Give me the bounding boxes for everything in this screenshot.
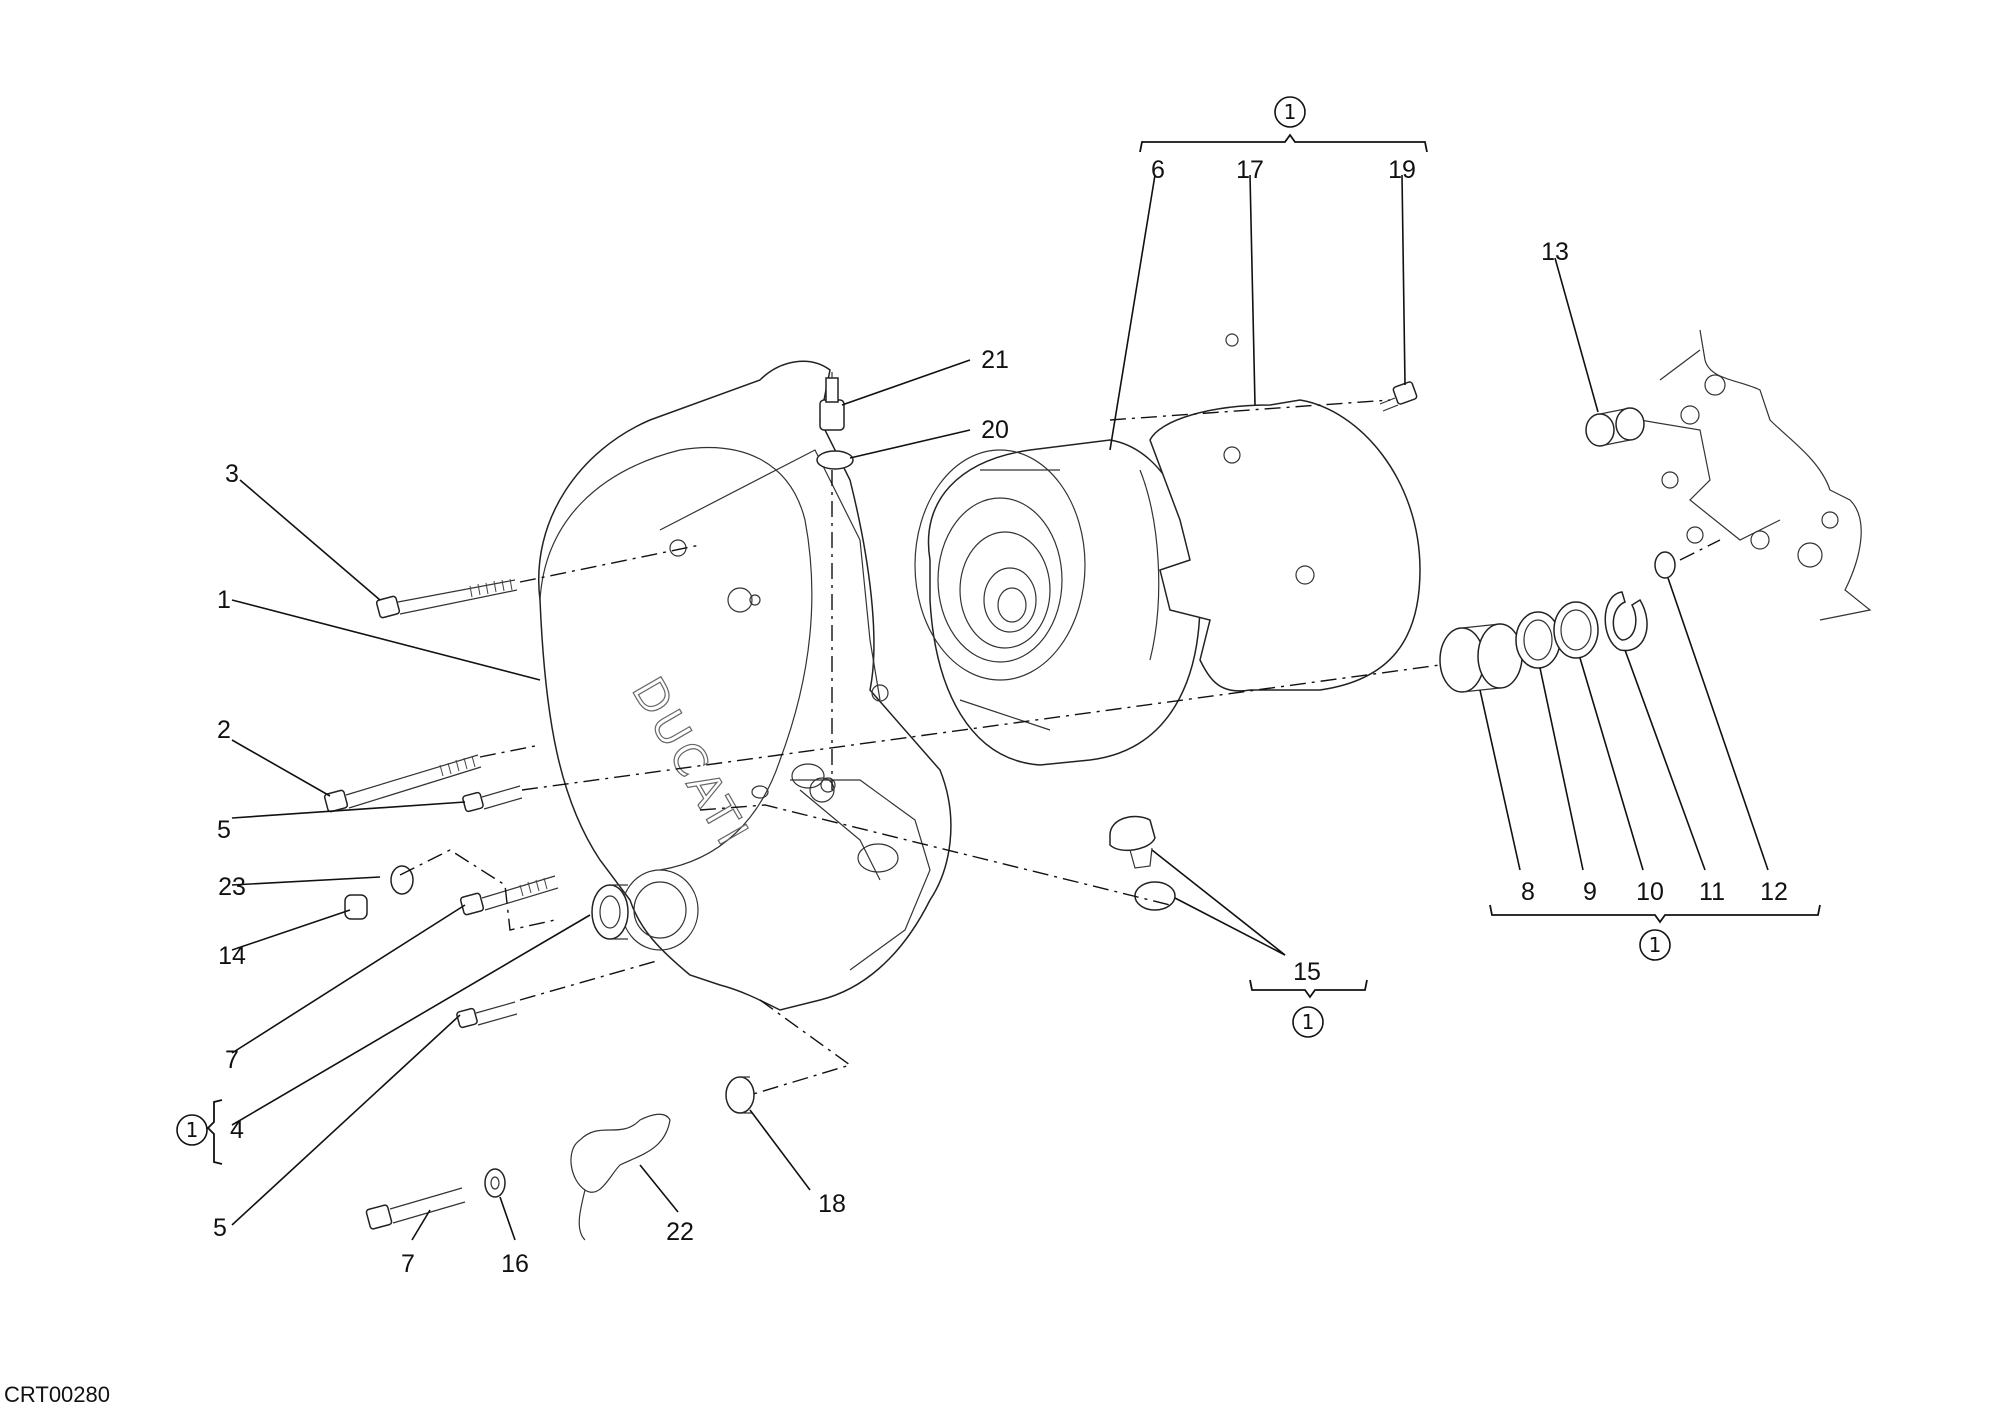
callout-3: 3 [225, 460, 239, 488]
callout-7-upper: 7 [225, 1046, 239, 1074]
gasket-part-23 [390, 865, 414, 895]
long-bolt-part-3 [375, 578, 518, 619]
callout-1: 1 [217, 586, 231, 614]
bushing-part-8 [1439, 623, 1523, 693]
group-marker-left: 1 [176, 1114, 208, 1146]
callout-4: 4 [230, 1116, 244, 1144]
callout-6: 6 [1151, 156, 1165, 184]
callout-20: 20 [981, 416, 1009, 444]
leader-lines [231, 174, 1769, 1241]
callout-9: 9 [1583, 878, 1597, 906]
callout-16: 16 [501, 1250, 529, 1278]
callout-2: 2 [217, 716, 231, 744]
group-marker-15-text: 1 [1302, 1010, 1315, 1034]
bushing-part-13 [1585, 407, 1645, 447]
group-brace-15 [1249, 979, 1368, 999]
callout-labels: 1 2 3 4 5 5 6 7 7 8 9 10 11 12 13 14 15 … [213, 156, 1788, 1278]
callout-17: 17 [1236, 156, 1264, 184]
bushing-part-18 [725, 1076, 755, 1114]
callout-14: 14 [218, 942, 246, 970]
group-marker-right-text: 1 [1649, 933, 1662, 957]
oil-filler-plug-part-15 [1109, 815, 1176, 911]
callout-7-lower: 7 [401, 1250, 415, 1278]
seal-part-10 [1553, 601, 1599, 659]
bolt-part-7-lower [365, 1187, 466, 1230]
washer-part-20 [816, 450, 854, 470]
clutch-cover-part-1: DUCATI [538, 360, 952, 1011]
group-brace-left [206, 1099, 223, 1165]
crankcase-section [1639, 329, 1872, 621]
callout-18: 18 [818, 1190, 846, 1218]
callout-23: 23 [218, 873, 246, 901]
group-marker-top: 1 [1274, 96, 1306, 128]
clutch-outer-cover-part-17 [1149, 333, 1421, 692]
callout-19: 19 [1388, 156, 1416, 184]
callout-21: 21 [981, 346, 1009, 374]
bolt-part-19 [1379, 381, 1418, 412]
clutch-inner-cover-part-6 [914, 439, 1201, 766]
callout-15: 15 [1293, 958, 1321, 986]
short-bolt-part-5-upper [462, 785, 523, 813]
circlip-part-11 [1604, 591, 1648, 652]
callout-5-lower: 5 [213, 1214, 227, 1242]
group-marker-right: 1 [1639, 929, 1671, 961]
callout-10: 10 [1636, 878, 1664, 906]
assembly-center-lines [399, 399, 1721, 1096]
callout-13: 13 [1541, 238, 1569, 266]
o-ring-part-12 [1654, 551, 1676, 579]
long-bolt-part-2 [323, 754, 482, 813]
callout-11: 11 [1699, 878, 1725, 906]
group-brace-right [1489, 904, 1821, 924]
spacer-part-9 [1515, 611, 1561, 669]
sensor-part-21 [819, 372, 845, 431]
group-marker-top-text: 1 [1284, 100, 1297, 124]
washer-part-16 [484, 1168, 506, 1198]
callout-22: 22 [666, 1218, 694, 1246]
group-brace-top [1139, 133, 1428, 153]
drawing-code: CRT00280 [4, 1382, 110, 1407]
plug-part-14 [344, 894, 368, 920]
callout-8: 8 [1521, 878, 1535, 906]
callout-5-upper: 5 [217, 816, 231, 844]
oil-seal-part-4 [591, 884, 629, 940]
group-marker-15: 1 [1292, 1006, 1324, 1038]
group-marker-left-text: 1 [186, 1118, 199, 1142]
bolt-part-7-upper [459, 875, 559, 916]
callout-12: 12 [1760, 878, 1788, 906]
short-bolt-part-5-lower [456, 1001, 518, 1029]
wire-clip-part-22 [570, 1113, 671, 1241]
